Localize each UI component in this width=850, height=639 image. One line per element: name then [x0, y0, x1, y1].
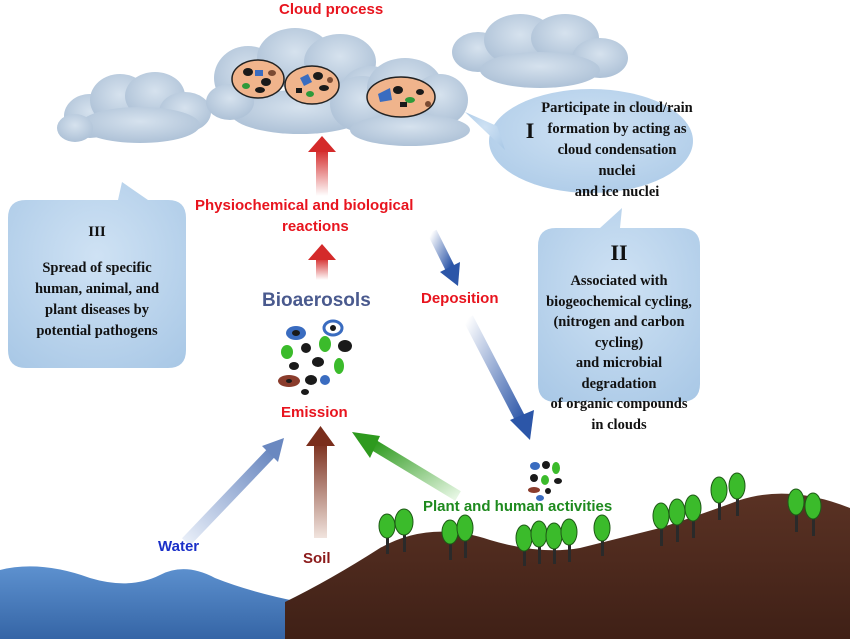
callout-I-shape: [465, 89, 693, 193]
label-deposition: Deposition: [421, 290, 499, 307]
callout-III-line: potential pathogens: [36, 323, 158, 339]
tree: [560, 518, 578, 562]
trees: [378, 472, 822, 566]
callout-III-line: plant diseases by: [45, 302, 149, 318]
water-body: [0, 566, 300, 639]
tree: [456, 514, 474, 558]
arrow-deposition-upper: [427, 229, 460, 286]
callout-II-line: in clouds: [591, 416, 647, 433]
arrow-plant-to-emission: [352, 432, 461, 501]
callout-III-line: human, animal, and: [34, 281, 160, 297]
callout-II-line: Associated with: [570, 273, 668, 289]
callout-I-numeral: I: [525, 118, 535, 143]
soil-body: [285, 493, 850, 639]
label-plant-human-activities: Plant and human activities: [423, 498, 613, 515]
tree: [684, 494, 702, 538]
label-soil: Soil: [303, 550, 331, 567]
callout-II-line: biogeochemical cycling,: [546, 293, 692, 310]
label-reactions-line2: reactions: [282, 218, 349, 235]
arrow-soil-to-emission: [306, 426, 335, 538]
label-water: Water: [158, 538, 200, 555]
tree: [804, 492, 822, 536]
callout-I-line: and ice nuclei: [574, 184, 660, 200]
callout-I-line: formation by acting as: [547, 121, 687, 137]
arrow-reactions-to-cloud: [308, 136, 336, 196]
callout-II-numeral: II: [610, 240, 628, 265]
arrow-bioaerosols-to-reactions: [308, 244, 336, 280]
cloud-left: [57, 72, 211, 143]
callout-I-line: Participate in cloud/rain: [541, 100, 693, 116]
callout-I-text: Participate in cloud/rain formation by a…: [538, 98, 696, 203]
tree: [728, 472, 746, 516]
label-bioaerosols: Bioaerosols: [262, 290, 371, 311]
label-emission: Emission: [281, 404, 348, 421]
tree: [652, 502, 670, 546]
tree: [787, 488, 805, 532]
label-reactions-line1: Physiochemical and biological: [195, 197, 414, 214]
tree: [710, 476, 728, 520]
bioaerosol-particles: [278, 319, 352, 395]
tree: [593, 514, 611, 556]
callout-II-text: Associated with biogeochemical cycling, …: [538, 271, 700, 435]
cloud-droplet-1: [231, 59, 285, 99]
callout-III-line: Spread of specific: [42, 260, 152, 276]
cloud-right: [452, 14, 628, 88]
callout-II-line: and microbial degradation: [575, 355, 663, 392]
callout-II-line: of organic compounds: [550, 396, 688, 412]
arrow-deposition-lower: [463, 315, 534, 440]
callout-III-shape: [8, 182, 186, 368]
callout-II-line: (nitrogen and carbon cycling): [553, 314, 685, 351]
label-cloud-process: Cloud process: [279, 1, 384, 18]
callout-III-text: Spread of specific human, animal, and pl…: [8, 258, 186, 342]
callout-II-shape: [538, 208, 700, 402]
cloud-droplet-2: [284, 65, 340, 105]
callout-I-line: cloud condensation nuclei: [557, 142, 677, 179]
cloud-droplet-3: [366, 76, 436, 118]
arrow-water-to-emission: [182, 438, 284, 546]
tree: [394, 508, 414, 552]
deposited-particles: [528, 461, 562, 501]
callout-III-numeral: III: [88, 224, 106, 240]
